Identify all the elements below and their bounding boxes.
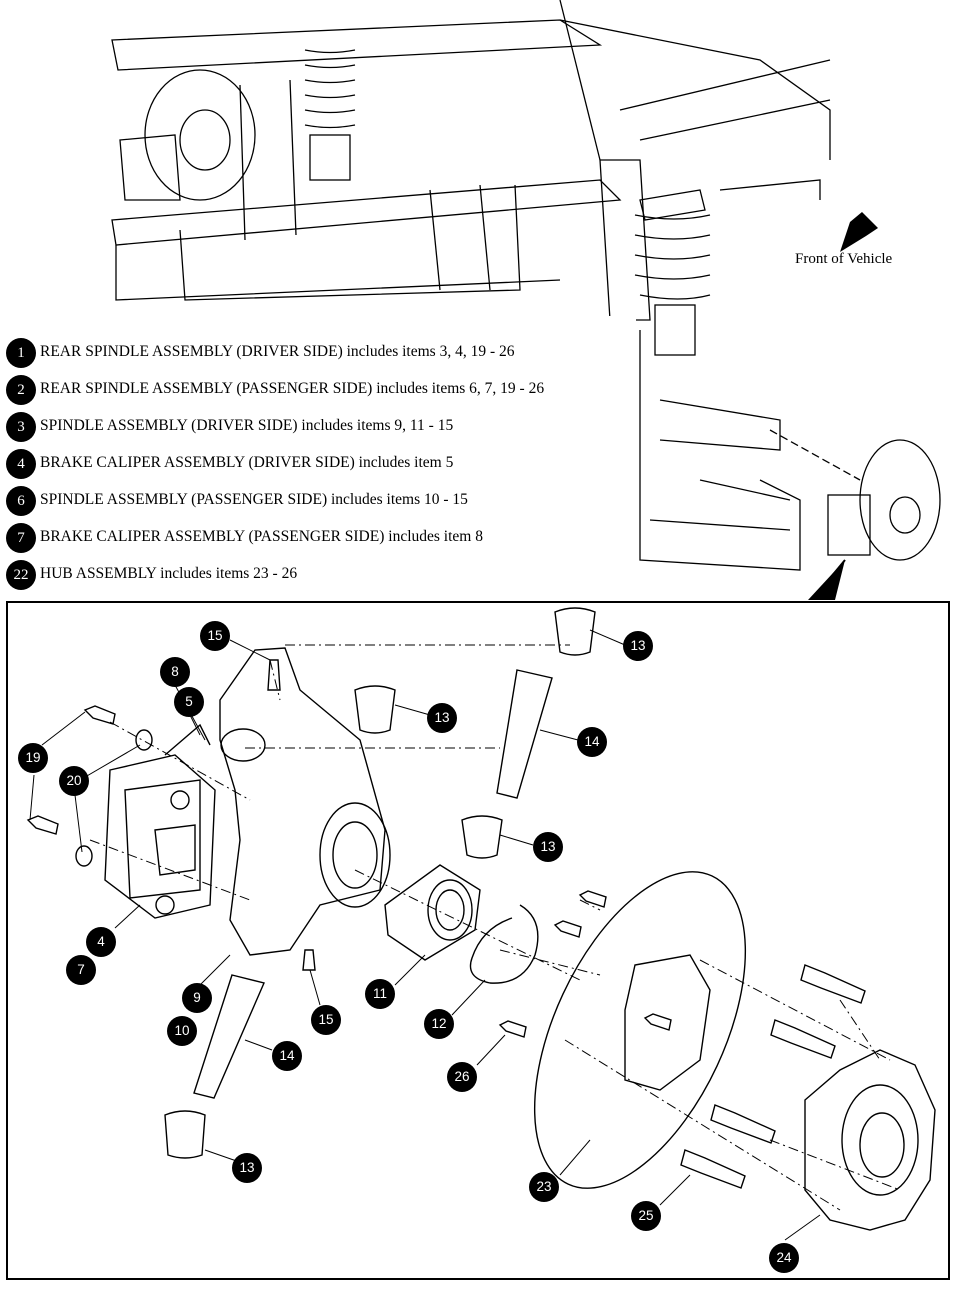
exploded-view-panel [6, 601, 950, 1280]
callout-4: 4 [86, 927, 116, 957]
legend-number-badge: 2 [6, 375, 36, 405]
legend-text: SPINDLE ASSEMBLY (DRIVER SIDE) includes … [40, 417, 454, 434]
callout-13: 13 [232, 1153, 262, 1183]
legend-item: 4 BRAKE CALIPER ASSEMBLY (DRIVER SIDE) i… [6, 449, 646, 479]
legend-number-badge: 6 [6, 486, 36, 516]
callout-26: 26 [447, 1062, 477, 1092]
callout-13: 13 [427, 703, 457, 733]
callout-13: 13 [623, 631, 653, 661]
callout-14: 14 [577, 727, 607, 757]
legend-text: REAR SPINDLE ASSEMBLY (PASSENGER SIDE) i… [40, 380, 545, 397]
legend-number-badge: 4 [6, 449, 36, 479]
legend-item: 2 REAR SPINDLE ASSEMBLY (PASSENGER SIDE)… [6, 375, 646, 405]
callout-9: 9 [182, 983, 212, 1013]
legend-number-badge: 22 [6, 560, 36, 590]
callout-8: 8 [160, 657, 190, 687]
front-arrow-icon [840, 212, 878, 252]
callout-12: 12 [424, 1009, 454, 1039]
legend-item: 22 HUB ASSEMBLY includes items 23 - 26 [6, 560, 646, 590]
legend-item: 6 SPINDLE ASSEMBLY (PASSENGER SIDE) incl… [6, 486, 646, 516]
legend-item: 3 SPINDLE ASSEMBLY (DRIVER SIDE) include… [6, 412, 646, 442]
callout-5: 5 [174, 687, 204, 717]
callout-19: 19 [18, 743, 48, 773]
legend-text: BRAKE CALIPER ASSEMBLY (PASSENGER SIDE) … [40, 528, 483, 545]
callout-23: 23 [529, 1172, 559, 1202]
callout-25: 25 [631, 1201, 661, 1231]
callout-14: 14 [272, 1041, 302, 1071]
callout-20: 20 [59, 766, 89, 796]
callout-7: 7 [66, 955, 96, 985]
legend-number-badge: 7 [6, 523, 36, 553]
callout-13: 13 [533, 832, 563, 862]
legend-number-badge: 3 [6, 412, 36, 442]
callout-15: 15 [311, 1005, 341, 1035]
callout-15: 15 [200, 621, 230, 651]
callout-11: 11 [365, 979, 395, 1009]
callout-10: 10 [167, 1016, 197, 1046]
legend-text: HUB ASSEMBLY includes items 23 - 26 [40, 565, 298, 582]
chassis-overview-drawing [111, 0, 941, 600]
legend-number-badge: 1 [6, 338, 36, 368]
legend-backdrop [0, 316, 636, 600]
legend-text: REAR SPINDLE ASSEMBLY (DRIVER SIDE) incl… [40, 343, 515, 360]
legend-text: SPINDLE ASSEMBLY (PASSENGER SIDE) includ… [40, 491, 468, 508]
legend-text: BRAKE CALIPER ASSEMBLY (DRIVER SIDE) inc… [40, 454, 454, 471]
callout-24: 24 [769, 1243, 799, 1273]
legend-item: 1 REAR SPINDLE ASSEMBLY (DRIVER SIDE) in… [6, 338, 646, 368]
legend-item: 7 BRAKE CALIPER ASSEMBLY (PASSENGER SIDE… [6, 523, 646, 553]
front-of-vehicle-label: Front of Vehicle [795, 251, 893, 267]
